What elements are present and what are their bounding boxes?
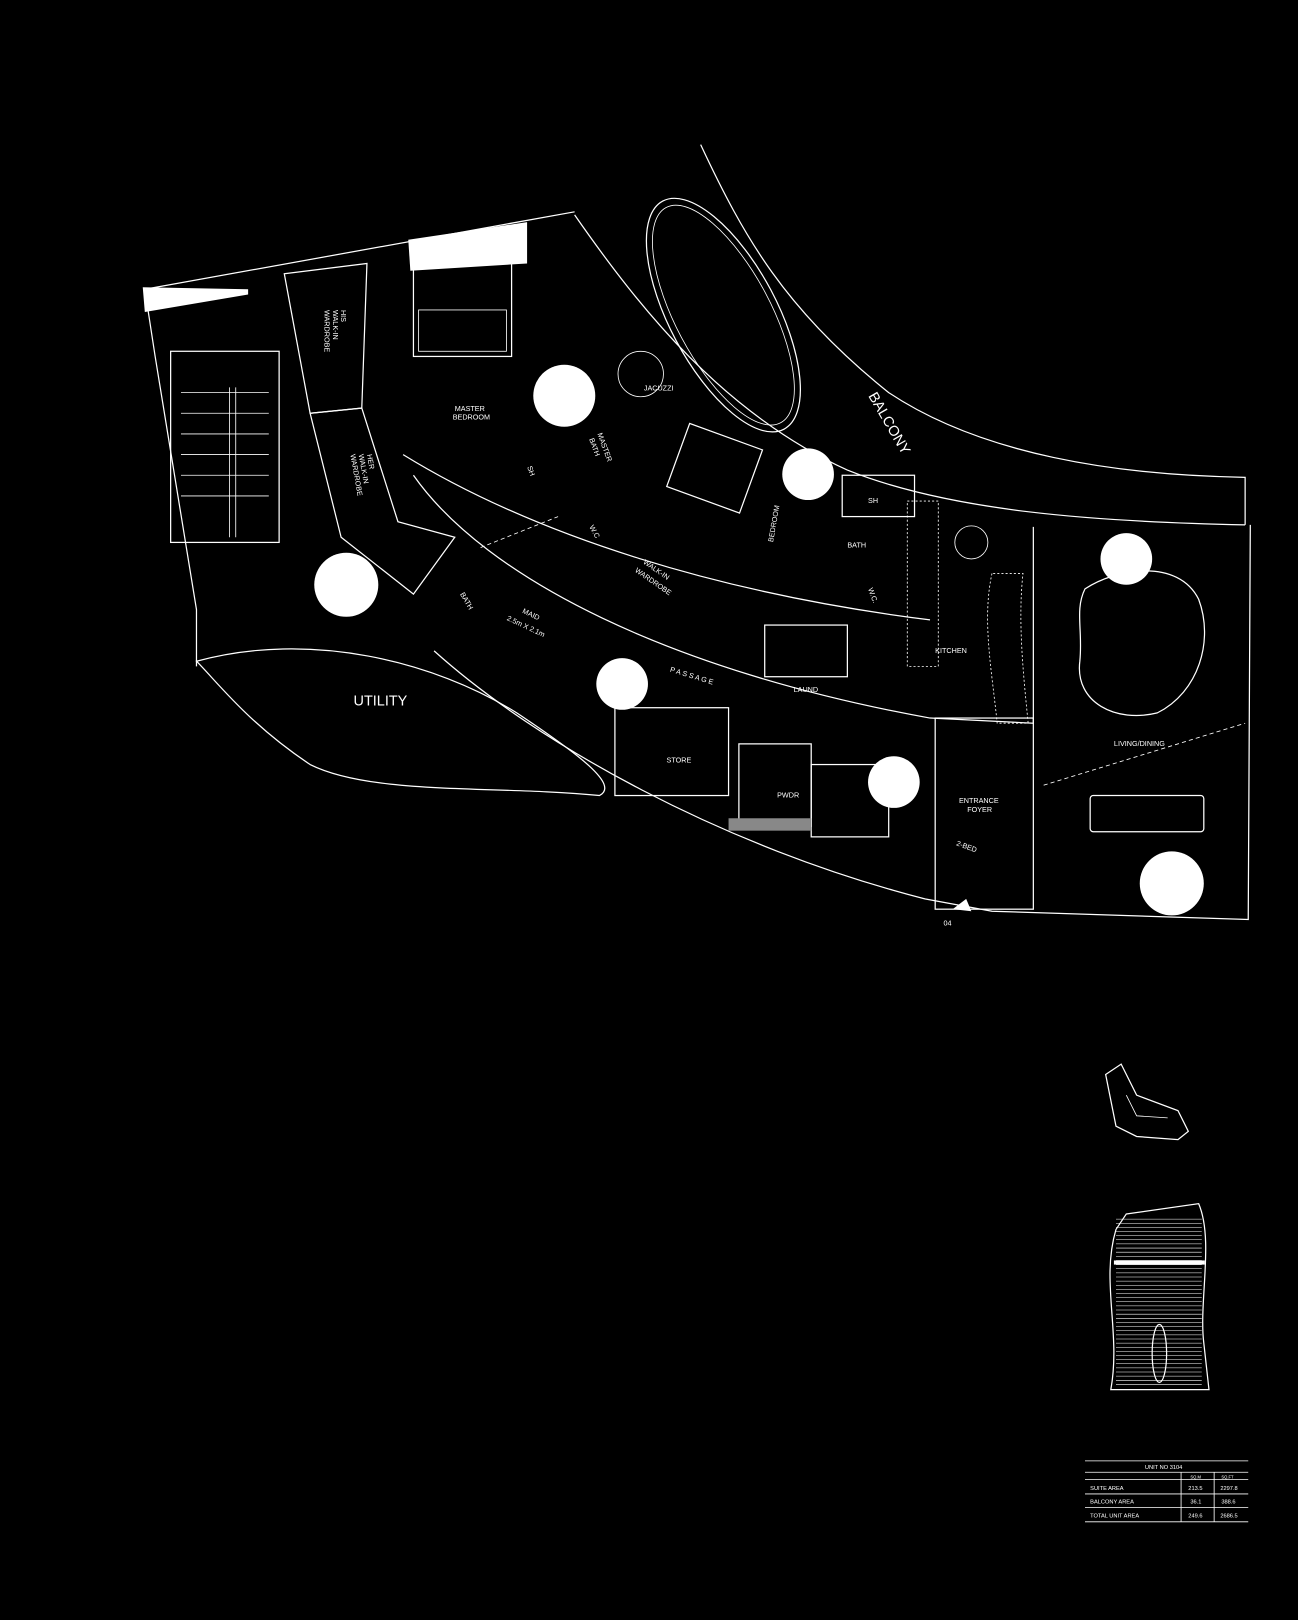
marker-circle xyxy=(533,364,596,427)
label-jacuzzi: JACUZZI xyxy=(644,384,674,393)
row-label: BALCONY AREA xyxy=(1090,1499,1134,1505)
row-label: TOTAL UNIT AREA xyxy=(1090,1514,1139,1520)
label-his-wardrobe-3: WARDROBE xyxy=(323,310,332,352)
header-sqft: SQ.FT xyxy=(1221,1474,1234,1479)
balcony-pool xyxy=(645,197,801,433)
entry-marker-label: 04 xyxy=(943,919,951,928)
entry-marker-icon xyxy=(952,898,972,912)
jacuzzi-tub xyxy=(617,350,664,398)
vanity-counter xyxy=(728,818,812,831)
balcony-outer-edge xyxy=(700,144,1246,525)
balcony-inner-edge xyxy=(574,214,1246,526)
stair xyxy=(170,350,280,544)
label-entrance: ENTRANCE xyxy=(959,796,999,805)
floor-plan: 04 HIS WALK-IN WARDROBE HER WALK-IN WARD… xyxy=(142,144,1251,1391)
exterior-wall xyxy=(144,211,575,667)
label-sh-2: SH xyxy=(868,496,878,505)
label-his-wardrobe-2: WALK-IN xyxy=(331,310,340,340)
header-sqm: SQ.M xyxy=(1190,1474,1201,1479)
marker-circle xyxy=(782,448,834,501)
marker-circle xyxy=(1139,851,1204,916)
label-living-dining: LIVING/DINING xyxy=(1114,739,1165,748)
marker-circle xyxy=(1100,533,1153,585)
label-his-wardrobe: HIS xyxy=(339,310,348,322)
window-block xyxy=(142,287,249,313)
utility-area xyxy=(195,648,606,797)
label-pwdr: PWDR xyxy=(777,791,799,800)
row-sqm: 36.1 xyxy=(1190,1499,1201,1505)
label-utility: UTILITY xyxy=(354,694,408,710)
tower-elevation xyxy=(1109,1202,1210,1391)
row-sqft: 2297.8 xyxy=(1220,1486,1237,1492)
marker-circle xyxy=(868,756,920,808)
key-plan xyxy=(1104,1063,1190,1141)
label-bath: BATH xyxy=(847,541,866,550)
label-kitchen: KITCHEN xyxy=(935,646,967,655)
label-master-bedroom-2: BEDROOM xyxy=(453,412,490,421)
label-laund: LAUND xyxy=(794,685,818,694)
area-table: UNIT NO 3104 SQ.M SQ.FT SUITE AREA 213.5… xyxy=(1084,1460,1249,1523)
label-sh: SH xyxy=(525,465,537,478)
dining-table xyxy=(1089,794,1205,833)
row-label: SUITE AREA xyxy=(1090,1486,1124,1492)
label-her-wardrobe: HER xyxy=(365,453,377,470)
label-master-bedroom: MASTER xyxy=(455,404,485,413)
sofa xyxy=(1078,570,1206,717)
label-store: STORE xyxy=(667,755,692,764)
south-curved-wall xyxy=(433,524,1251,921)
table-title: UNIT NO 3104 xyxy=(1145,1465,1182,1471)
row-sqm: 213.5 xyxy=(1188,1486,1202,1492)
marker-circles xyxy=(314,364,1204,916)
label-foyer: FOYER xyxy=(967,805,992,814)
marker-circle xyxy=(314,552,379,617)
row-sqm: 249.6 xyxy=(1188,1514,1202,1520)
marker-circle xyxy=(596,658,648,710)
window-block xyxy=(408,222,528,271)
row-sqft: 2686.5 xyxy=(1220,1514,1237,1520)
row-sqft: 388.6 xyxy=(1221,1499,1235,1505)
